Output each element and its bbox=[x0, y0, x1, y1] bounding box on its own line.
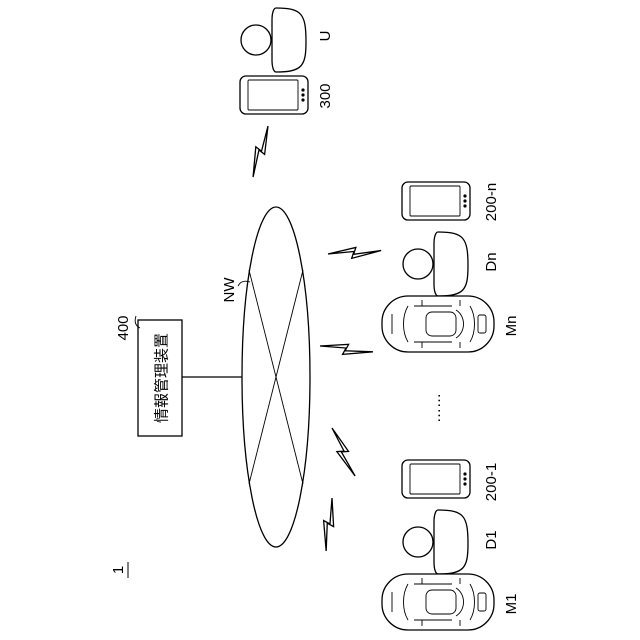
vehicle-n-icon bbox=[382, 296, 494, 352]
driver-1-label: D1 bbox=[483, 530, 500, 549]
driver-n-icon bbox=[403, 232, 468, 296]
vehicle-1-icon bbox=[382, 574, 494, 630]
driver-terminal-n-label: 200-n bbox=[483, 183, 500, 221]
user-label: U bbox=[317, 31, 334, 42]
vehicle-1-label: M1 bbox=[503, 594, 520, 615]
driver-terminal-n-icon bbox=[402, 182, 470, 220]
driver-n-label: Dn bbox=[483, 252, 500, 271]
info-manager-ref: 400 bbox=[115, 315, 132, 340]
driver-terminal-1-icon bbox=[402, 460, 470, 498]
driver-terminal-1-label: 200-1 bbox=[483, 463, 500, 501]
wireless-icon-terminal-1 bbox=[317, 428, 370, 476]
vehicle-n-label: Mn bbox=[503, 316, 520, 337]
user-icon bbox=[241, 8, 306, 72]
wireless-icon-user bbox=[239, 126, 281, 177]
wireless-icon-terminal-n bbox=[328, 227, 381, 278]
user-terminal-icon bbox=[240, 76, 308, 114]
wireless-icon-vehicle-n bbox=[320, 325, 373, 372]
network-cloud bbox=[242, 207, 310, 547]
network-label: NW bbox=[221, 277, 238, 303]
ellipsis-mark: …… bbox=[427, 393, 444, 423]
wireless-icon-vehicle-1 bbox=[306, 498, 353, 551]
user-terminal-label: 300 bbox=[317, 83, 334, 108]
driver-1-icon bbox=[403, 510, 468, 574]
system-label: 1 bbox=[110, 566, 127, 574]
info-manager-text: 情報管理装置 bbox=[153, 333, 171, 423]
